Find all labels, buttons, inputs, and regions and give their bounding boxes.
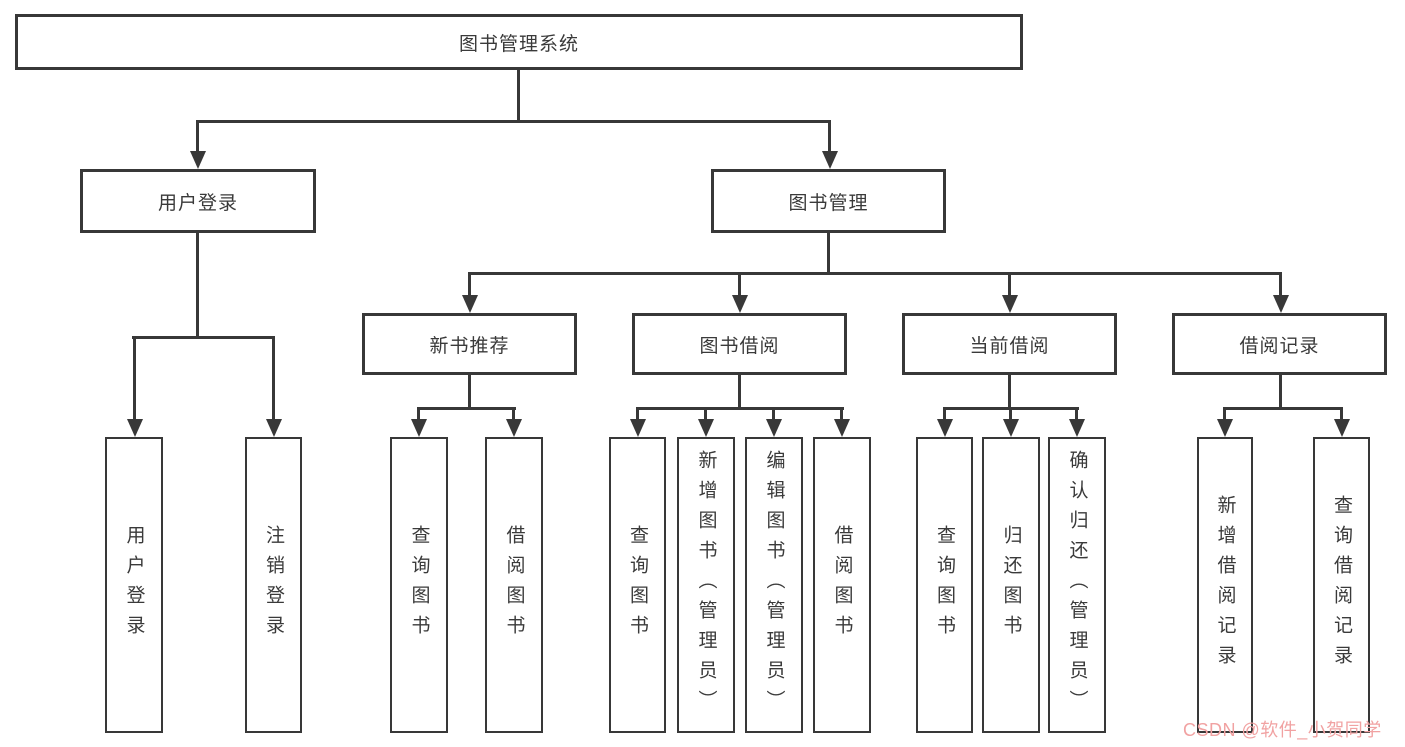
node-leaf-cb-query-book: 查询图书 [916, 437, 973, 733]
node-borrow-record: 借阅记录 [1172, 313, 1387, 375]
node-label: 新增借阅记录 [1214, 495, 1236, 675]
arrow-to-br-add [1223, 407, 1226, 419]
node-current-borrow: 当前借阅 [902, 313, 1117, 375]
arrow-to-borrow-record [1279, 272, 1282, 295]
connector-root-stem [517, 70, 520, 120]
connector-level2-rail [196, 120, 831, 123]
node-label: 借阅图书 [831, 525, 853, 645]
arrow-to-leaf-user-login [133, 336, 136, 419]
node-label: 编辑图书（管理员） [763, 450, 785, 720]
arrow-to-cb-query [943, 407, 946, 419]
node-leaf-nb-borrow-book: 借阅图书 [485, 437, 543, 733]
node-leaf-bb-edit-book: 编辑图书（管理员） [745, 437, 803, 733]
arrow-to-nb-query [417, 407, 420, 419]
node-label: 查询图书 [408, 525, 430, 645]
connector-book-borrow-stem [738, 375, 741, 407]
arrow-to-bb-query [636, 407, 639, 419]
arrow-to-bb-add [704, 407, 707, 419]
arrow-to-book-management [828, 120, 831, 151]
node-label: 新增图书（管理员） [695, 450, 717, 720]
connector-book-borrow-rail [636, 407, 844, 410]
connector-new-book-rail [417, 407, 516, 410]
node-label: 当前借阅 [969, 335, 1050, 357]
node-label: 用户登录 [157, 192, 238, 214]
connector-level3-rail [468, 272, 1282, 275]
node-leaf-bb-add-book: 新增图书（管理员） [677, 437, 735, 733]
arrow-to-cb-return [1009, 407, 1012, 419]
node-label: 查询图书 [934, 525, 955, 645]
node-new-book-recommend: 新书推荐 [362, 313, 577, 375]
arrow-to-leaf-logout [272, 336, 275, 419]
node-label: 借阅记录 [1239, 335, 1320, 357]
node-book-management: 图书管理 [711, 169, 946, 233]
node-label: 图书管理 [788, 192, 869, 214]
arrow-to-bb-borrow [840, 407, 843, 419]
arrow-to-new-book-recommend [468, 272, 471, 295]
connector-book-management-stem [827, 233, 830, 272]
arrow-to-user-login [196, 120, 199, 151]
node-leaf-user-login: 用户登录 [105, 437, 163, 733]
node-label: 图书借阅 [699, 335, 780, 357]
arrow-to-bb-edit [772, 407, 775, 419]
node-label: 注销登录 [263, 525, 284, 645]
connector-new-book-stem [468, 375, 471, 407]
node-label: 查询借阅记录 [1331, 495, 1352, 675]
node-leaf-nb-query-book: 查询图书 [390, 437, 448, 733]
arrow-to-cb-confirm [1075, 407, 1078, 419]
node-leaf-bb-query-book: 查询图书 [609, 437, 666, 733]
node-label: 归还图书 [1000, 525, 1022, 645]
arrow-to-book-borrow [738, 272, 741, 295]
arrow-to-br-query [1340, 407, 1343, 419]
node-leaf-bb-borrow-book: 借阅图书 [813, 437, 871, 733]
arrow-to-current-borrow [1008, 272, 1011, 295]
arrow-to-nb-borrow [512, 407, 515, 419]
connector-user-login-rail [132, 336, 275, 339]
node-leaf-cb-return-book: 归还图书 [982, 437, 1040, 733]
node-library-management-system: 图书管理系统 [15, 14, 1023, 70]
connector-borrow-record-stem [1279, 375, 1282, 407]
node-label: 确认归还（管理员） [1066, 450, 1088, 720]
csdn-watermark: CSDN @软件_小贺同学 [1183, 720, 1382, 740]
node-leaf-br-query-record: 查询借阅记录 [1313, 437, 1370, 733]
node-label: 查询图书 [627, 525, 648, 645]
connector-user-login-stem [196, 233, 199, 336]
node-leaf-logout: 注销登录 [245, 437, 302, 733]
node-label: 借阅图书 [503, 525, 525, 645]
node-label: 图书管理系统 [458, 33, 579, 55]
connector-current-borrow-stem [1008, 375, 1011, 407]
node-book-borrow: 图书借阅 [632, 313, 847, 375]
node-leaf-cb-confirm-return: 确认归还（管理员） [1048, 437, 1106, 733]
node-label: 新书推荐 [429, 335, 510, 357]
node-user-login: 用户登录 [80, 169, 316, 233]
connector-borrow-record-rail [1223, 407, 1343, 410]
node-leaf-br-add-record: 新增借阅记录 [1197, 437, 1253, 733]
node-label: 用户登录 [123, 525, 145, 645]
